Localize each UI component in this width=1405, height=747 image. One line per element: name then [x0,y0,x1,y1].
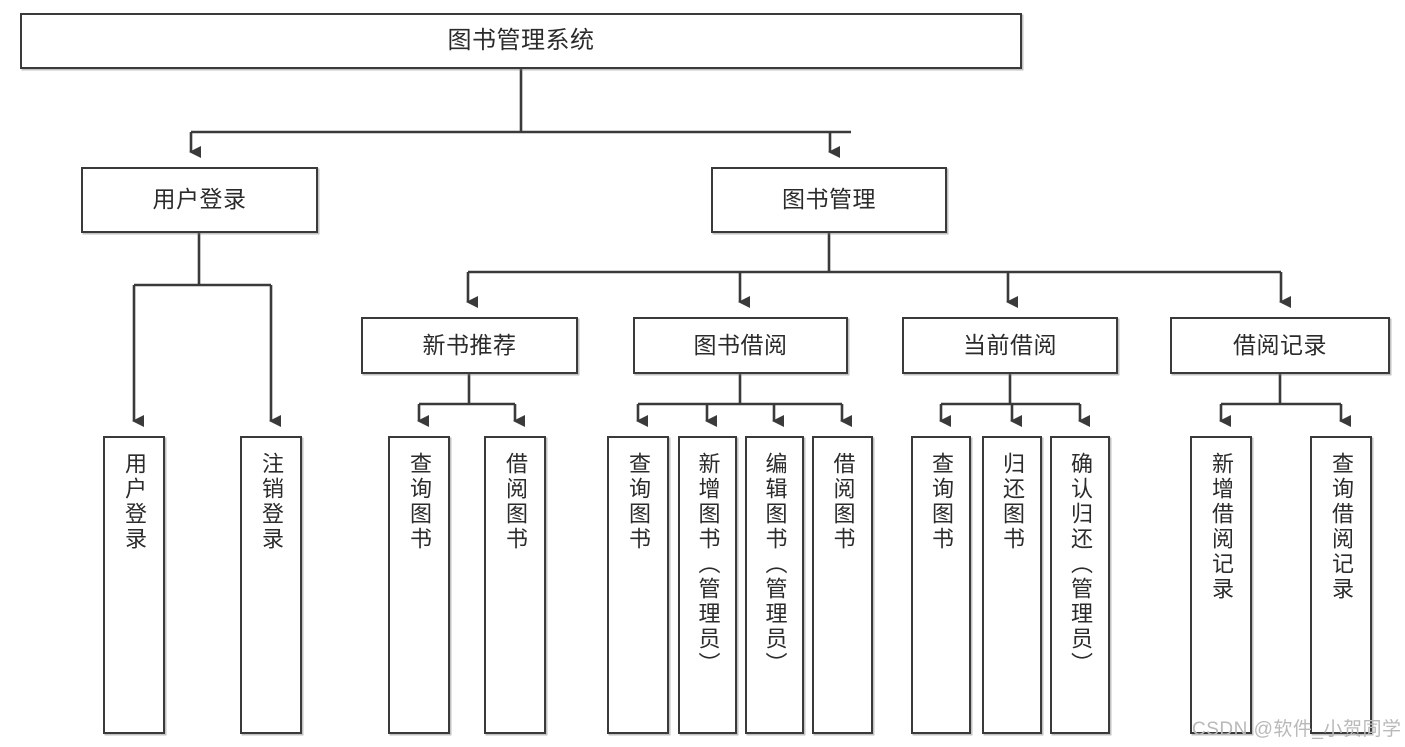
leaf-query-borrow-record-label: 查询借阅记录 [1328,452,1354,602]
leaf-add-book-admin-label: 新增图书（管理员） [695,452,721,677]
leaf-edit-book-admin[interactable]: 编辑图书（管理员） [745,436,804,734]
leaf-confirm-return-admin[interactable]: 确认归还（管理员） [1050,436,1110,734]
node-book-manage-label: 图书管理 [782,186,876,213]
node-book-manage[interactable]: 图书管理 [711,167,947,233]
node-borrow-record[interactable]: 借阅记录 [1170,317,1390,374]
leaf-edit-book-admin-label: 编辑图书（管理员） [762,452,788,677]
leaf-rec-borrow-book-label: 借阅图书 [502,452,528,552]
leaf-borrow-book[interactable]: 借阅图书 [812,436,873,734]
leaf-rec-query-book[interactable]: 查询图书 [388,436,450,734]
leaf-confirm-return-admin-label: 确认归还（管理员） [1067,452,1093,677]
node-book-borrow-label: 图书借阅 [693,331,788,358]
leaf-borrow-query-book[interactable]: 查询图书 [607,436,669,734]
leaf-add-book-admin[interactable]: 新增图书（管理员） [678,436,737,734]
leaf-cur-query-book[interactable]: 查询图书 [911,436,971,734]
leaf-user-logout-label: 注销登录 [258,452,284,552]
node-user-login[interactable]: 用户登录 [81,167,318,233]
leaf-cur-query-book-label: 查询图书 [928,452,954,552]
node-user-login-label: 用户登录 [152,186,247,213]
leaf-add-borrow-record-label: 新增借阅记录 [1208,452,1234,602]
leaf-rec-borrow-book[interactable]: 借阅图书 [484,436,546,734]
leaf-borrow-query-book-label: 查询图书 [625,452,651,552]
leaf-return-book[interactable]: 归还图书 [982,436,1042,734]
leaf-add-borrow-record[interactable]: 新增借阅记录 [1190,436,1252,734]
leaf-borrow-book-label: 借阅图书 [830,452,856,552]
leaf-user-login[interactable]: 用户登录 [103,436,165,734]
node-book-borrow[interactable]: 图书借阅 [633,317,848,374]
node-current-borrow[interactable]: 当前借阅 [902,317,1118,374]
node-root[interactable]: 图书管理系统 [20,13,1022,69]
node-new-book-rec[interactable]: 新书推荐 [361,317,578,374]
node-root-label: 图书管理系统 [447,26,595,54]
leaf-return-book-label: 归还图书 [999,452,1025,552]
node-new-book-rec-label: 新书推荐 [422,331,517,358]
leaf-user-login-label: 用户登录 [121,452,147,552]
node-borrow-record-label: 借阅记录 [1233,331,1327,358]
leaf-user-logout[interactable]: 注销登录 [240,436,302,734]
leaf-query-borrow-record[interactable]: 查询借阅记录 [1310,436,1372,734]
leaf-rec-query-book-label: 查询图书 [406,452,432,552]
node-current-borrow-label: 当前借阅 [963,331,1057,358]
